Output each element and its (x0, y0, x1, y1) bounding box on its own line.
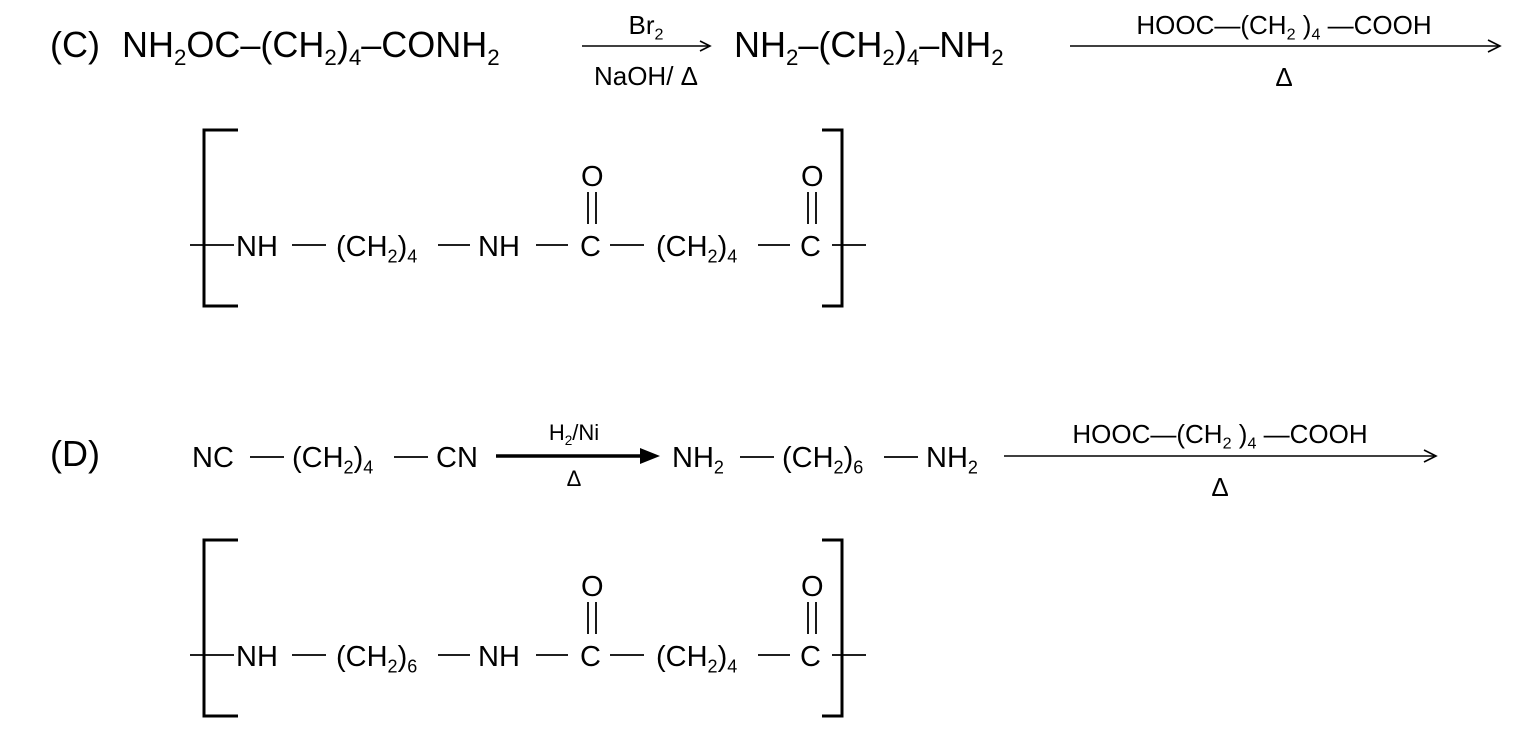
section-c-arrow-1 (582, 40, 712, 52)
carbonyl-oxygen-2: O (801, 161, 824, 193)
polymer-carbonyl-c-2: C (800, 231, 821, 263)
right-bracket (822, 128, 844, 308)
section-d-arrow-1 (496, 448, 660, 464)
section-d-dinitrile: NC (CH2)4 CN (192, 442, 478, 477)
section-d-heat-condition: Δ (1211, 472, 1228, 502)
section-c-arrow-2 (1070, 39, 1502, 53)
left-bracket (202, 128, 238, 308)
section-c-adipic-acid-reagent: HOOC—(CH2 )4 —COOH (1136, 10, 1431, 44)
section-c-reagent-below: NaOH/ Δ (594, 61, 698, 91)
polymer-ch2-segment-1: (CH2)6 (336, 641, 417, 676)
diamine-ch2-segment: (CH2)6 (782, 442, 863, 477)
polymer-ch2-segment-2: (CH2)4 (656, 641, 737, 676)
section-d: (D) NC (CH2)4 CN H2/Ni Δ NH2 (CH2)6 NH2 … (50, 419, 1438, 718)
polymer-nh-2: NH (478, 641, 520, 673)
dinitrile-nc: NC (192, 442, 234, 474)
section-d-arrow-2 (1004, 449, 1438, 463)
section-c: (C) NH2OC–(CH2)4–CONH2 Br2 NaOH/ Δ NH2–(… (50, 10, 1502, 308)
polymer-nh-1: NH (236, 641, 278, 673)
section-c-heat-condition: Δ (1275, 62, 1292, 92)
right-bracket (822, 538, 844, 718)
section-d-label: (D) (50, 433, 100, 474)
dinitrile-cn: CN (436, 442, 478, 474)
section-d-reagent-above: H2/Ni (549, 420, 599, 448)
section-c-polymer: NH (CH2)4 NH C (CH2)4 C O O (190, 128, 866, 308)
polymer-nh-2: NH (478, 231, 520, 263)
polymer-ch2-segment-2: (CH2)4 (656, 231, 737, 266)
polymer-carbonyl-c-2: C (800, 641, 821, 673)
section-d-polymer: NH (CH2)6 NH C (CH2)4 C O O (190, 538, 866, 718)
diamine-nh2-1: NH2 (672, 442, 724, 477)
section-d-reagent-below: Δ (567, 466, 582, 491)
section-c-diamine: NH2–(CH2)4–NH2 (734, 24, 1004, 70)
dinitrile-ch2-segment: (CH2)4 (292, 442, 373, 477)
polymer-ch2-segment-1: (CH2)4 (336, 231, 417, 266)
section-d-diamine: NH2 (CH2)6 NH2 (672, 442, 978, 477)
section-c-label: (C) (50, 24, 100, 65)
polymer-carbonyl-c-1: C (580, 231, 601, 263)
diamine-nh2-2: NH2 (926, 442, 978, 477)
section-d-adipic-acid-reagent: HOOC—(CH2 )4 —COOH (1072, 419, 1367, 453)
carbonyl-oxygen-1: O (581, 161, 604, 193)
left-bracket (202, 538, 238, 718)
section-c-reagent-above: Br2 (629, 10, 664, 44)
section-c-reactant: NH2OC–(CH2)4–CONH2 (122, 24, 500, 70)
polymer-nh-1: NH (236, 231, 278, 263)
carbonyl-oxygen-1: O (581, 571, 604, 603)
carbonyl-oxygen-2: O (801, 571, 824, 603)
polymer-carbonyl-c-1: C (580, 641, 601, 673)
